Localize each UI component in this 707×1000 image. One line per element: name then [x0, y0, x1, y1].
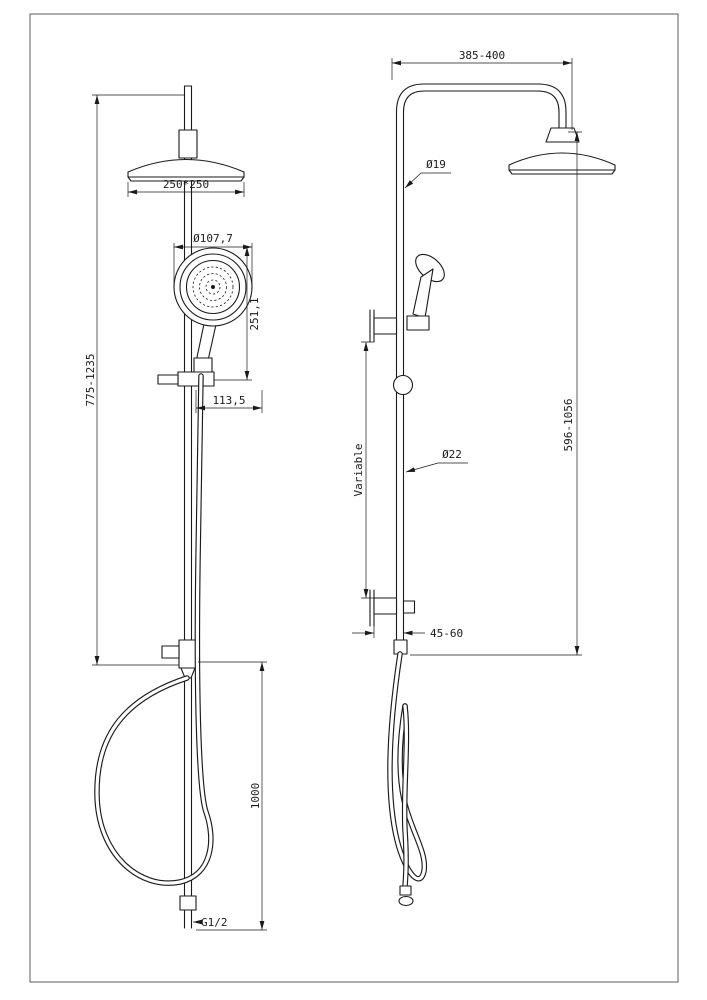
- front-view: 250*250 Ø107,7 251,1 113,5 775-1235 1000…: [84, 85, 267, 931]
- diverter-body-front: [178, 639, 198, 669]
- top-pipe-diameter-leader: [404, 172, 422, 189]
- hose-outlet-front: [180, 667, 196, 679]
- column-height-extension-lines: [92, 94, 184, 666]
- slider-bracket-front: [177, 371, 215, 387]
- hose-end-fitting-side: [398, 895, 414, 907]
- upper-wall-bracket: [373, 317, 398, 335]
- pipe-diameter-label: Ø22: [442, 448, 462, 461]
- upper-bracket-plate: [369, 309, 375, 343]
- diverter-handle-front: [161, 645, 180, 659]
- hand-shower-handle-side: [412, 268, 434, 319]
- lower-bracket-clamp: [402, 600, 416, 614]
- hose-front-core: [95, 374, 213, 885]
- riser-pipe-side-outer: [395, 83, 567, 653]
- hand-shower-front: [173, 247, 253, 366]
- hand-diameter-extension-lines: [173, 243, 253, 287]
- hose-length-extension-lines: [196, 661, 267, 931]
- hose-side-strand2-core: [402, 704, 409, 888]
- hand-shower-cradle-front: [193, 357, 213, 373]
- hand-shower-cradle-side: [406, 315, 430, 331]
- pipe-diameter-leader: [405, 462, 439, 473]
- inlet-stub-front: [183, 909, 193, 929]
- hand-shower-spray-ring3: [205, 279, 221, 295]
- riser-height-extension-lines: [410, 131, 582, 656]
- hand-shower-spray-ring2: [199, 273, 227, 301]
- wall-distance-extension-lines: [373, 616, 404, 638]
- drawing-frame: [29, 13, 679, 983]
- arm-reach-extension-lines: [391, 58, 573, 130]
- head-size-label: 250*250: [163, 178, 209, 191]
- hand-shower-spray-ring1: [192, 266, 234, 308]
- riser-height-label: 596-1056: [562, 399, 575, 452]
- top-pipe-diameter-label: Ø19: [426, 158, 446, 171]
- rain-head-rim-front: [127, 176, 245, 182]
- head-size-extension-lines: [127, 182, 245, 197]
- hose-length-label: 1000: [249, 783, 262, 810]
- hose-side-strand1-core: [388, 652, 426, 881]
- rain-head-stem-side: [545, 127, 580, 143]
- hand-shower-center-dot: [211, 285, 215, 289]
- inlet-thread-label: G1/2: [201, 916, 228, 929]
- riser-pipe-side-inner: [402, 90, 560, 653]
- hose-end-nut-side: [399, 885, 412, 896]
- inlet-nut-front: [179, 895, 197, 911]
- lower-wall-bracket: [373, 597, 398, 615]
- slider-knob-side: [392, 374, 414, 396]
- riser-pipe-front: [183, 85, 193, 897]
- rain-head-front: [127, 158, 245, 178]
- bracket-offset-label: 113,5: [212, 394, 245, 407]
- bracket-spacing-label: Variable: [352, 444, 365, 497]
- rain-head-stem-front: [178, 129, 198, 159]
- wall-distance-label: 45-60: [430, 627, 463, 640]
- slider-knob-front: [157, 374, 179, 385]
- side-view: 385-400 Ø19 596-1056 Variable Ø22 45-60: [352, 49, 616, 907]
- rain-head-rim-side: [508, 169, 616, 175]
- hand-shower-face-ring2: [185, 259, 241, 315]
- column-height-label: 775-1235: [84, 354, 97, 407]
- rain-head-side: [508, 152, 616, 171]
- hose-front-outline: [94, 373, 214, 886]
- arm-reach-label: 385-400: [459, 49, 505, 62]
- lower-bracket-plate: [369, 589, 375, 627]
- hand-height-label: 251,1: [248, 297, 261, 330]
- hand-diameter-label: Ø107,7: [193, 232, 233, 245]
